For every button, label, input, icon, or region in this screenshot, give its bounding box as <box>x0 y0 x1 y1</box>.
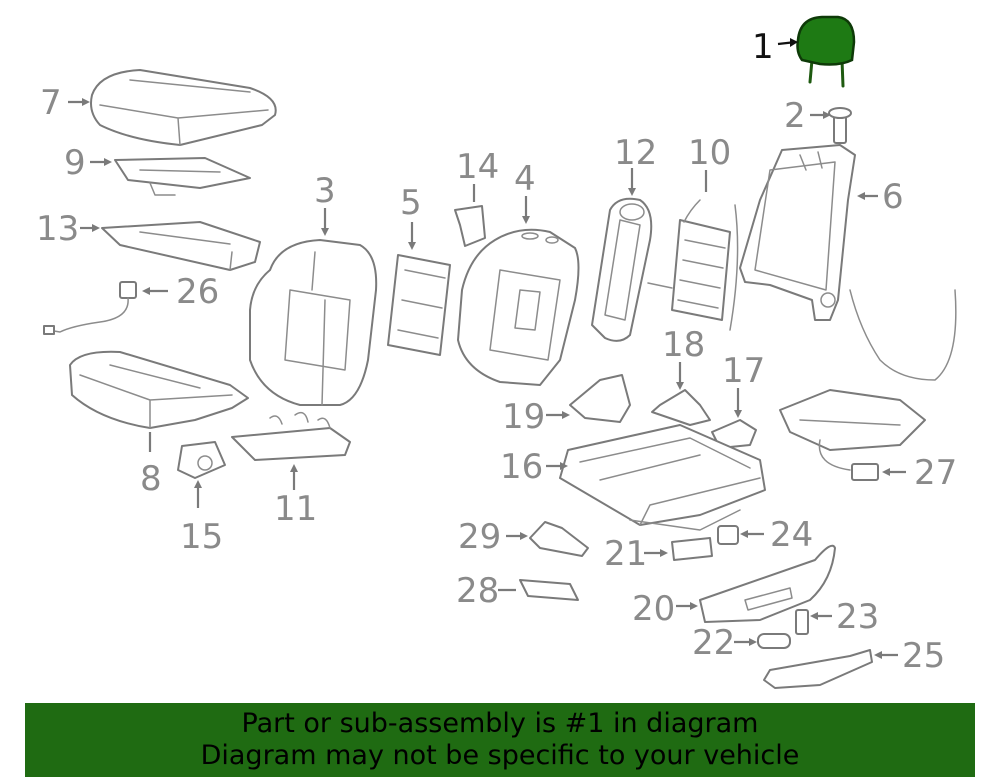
callout-27: 27 <box>914 453 957 493</box>
part-18-bracket[interactable] <box>651 389 711 426</box>
callout-28: 28 <box>456 571 499 611</box>
info-banner: Part or sub-assembly is #1 in diagram Di… <box>25 703 975 777</box>
part-5-back-heater[interactable] <box>387 254 451 356</box>
leader-27-arrow <box>882 468 890 476</box>
leader-22-arrow <box>749 638 757 646</box>
leader-1-arrow <box>790 38 798 47</box>
part-21-switch[interactable] <box>671 537 713 561</box>
leader-26-arrow <box>142 287 150 295</box>
callout-2: 2 <box>784 96 806 136</box>
leader-7-arrow <box>82 98 90 106</box>
leader-19-arrow <box>562 411 570 419</box>
callout-5: 5 <box>400 183 422 223</box>
part-23-cap[interactable] <box>795 609 809 635</box>
callout-24: 24 <box>770 515 813 555</box>
callout-10: 10 <box>688 133 731 173</box>
callout-12: 12 <box>614 133 657 173</box>
leader-4-arrow <box>522 216 530 224</box>
leader-9-arrow <box>104 158 112 166</box>
callout-22: 22 <box>692 623 735 663</box>
callout-23: 23 <box>836 597 879 637</box>
leader-20-arrow <box>690 602 698 610</box>
callout-13: 13 <box>36 209 79 249</box>
callout-17: 17 <box>722 351 765 391</box>
callout-4: 4 <box>514 159 536 199</box>
callout-1: 1 <box>752 27 774 67</box>
leader-11-arrow <box>290 464 298 472</box>
banner-line-part: Part or sub-assembly is #1 in diagram <box>241 708 759 739</box>
part-28-cover[interactable] <box>519 579 579 601</box>
leader-25-arrow <box>874 651 882 659</box>
part-13-cushion-pad[interactable] <box>101 221 261 271</box>
leader-3-arrow <box>321 228 329 236</box>
callout-25: 25 <box>902 636 945 676</box>
callout-26: 26 <box>176 272 219 312</box>
leader-24-arrow <box>740 530 748 538</box>
part-2-headrest-guide[interactable] <box>828 107 852 144</box>
part-24-cap[interactable] <box>717 525 739 545</box>
part-29-bracket[interactable] <box>529 521 589 557</box>
leader-15-arrow <box>194 480 202 488</box>
leader-29-arrow <box>520 532 528 540</box>
callout-15: 15 <box>180 517 223 557</box>
leader-13-arrow <box>92 224 100 232</box>
leader-6-arrow <box>857 192 865 200</box>
part-16-adjuster[interactable] <box>559 424 766 531</box>
part-7-cushion-cover[interactable] <box>90 69 277 146</box>
callout-3: 3 <box>314 171 336 211</box>
callout-18: 18 <box>662 325 705 365</box>
part-25-trim[interactable] <box>763 649 873 689</box>
callout-9: 9 <box>64 143 86 183</box>
callout-11: 11 <box>274 489 317 529</box>
seat-parts-diagram: 1 2 6 7 9 13 26 <box>36 15 957 689</box>
leader-16-arrow <box>560 462 568 470</box>
callout-16: 16 <box>500 447 543 487</box>
part-8-cushion-frame[interactable] <box>69 350 249 429</box>
leader-12-arrow <box>628 188 636 196</box>
leader-18-arrow <box>676 382 684 390</box>
leader-17-arrow <box>734 410 742 418</box>
leader-21-arrow <box>660 549 668 557</box>
callout-20: 20 <box>632 589 675 629</box>
part-20-side-shield[interactable] <box>699 544 836 623</box>
leader-5-arrow <box>408 242 416 250</box>
part-11-suspension[interactable] <box>231 411 351 461</box>
part-27-main-harness[interactable] <box>779 289 957 481</box>
part-10-lumbar[interactable] <box>647 199 739 331</box>
banner-line-disclaimer: Diagram may not be specific to your vehi… <box>200 740 800 771</box>
callout-21: 21 <box>604 534 647 574</box>
part-15-motor[interactable] <box>177 441 226 479</box>
part-19-side-bracket[interactable] <box>569 374 631 423</box>
leader-2-arrow <box>823 111 831 119</box>
leader-23-arrow <box>810 612 818 620</box>
part-1-headrest[interactable] <box>796 15 856 88</box>
callout-6: 6 <box>882 177 904 217</box>
part-14-bracket[interactable] <box>454 205 486 247</box>
part-22-knob[interactable] <box>757 633 791 649</box>
callout-7: 7 <box>40 83 62 123</box>
part-12-back-panel[interactable] <box>591 197 653 342</box>
callout-14: 14 <box>456 147 499 187</box>
part-3-back-cover[interactable] <box>249 239 378 406</box>
part-26-wire-harness[interactable] <box>43 281 137 335</box>
callout-19: 19 <box>502 397 545 437</box>
callout-29: 29 <box>458 517 501 557</box>
callout-8: 8 <box>140 459 162 499</box>
part-6-back-frame[interactable] <box>739 144 856 321</box>
part-4-back-pad[interactable] <box>457 228 580 386</box>
part-9-heater-pad[interactable] <box>114 157 251 196</box>
